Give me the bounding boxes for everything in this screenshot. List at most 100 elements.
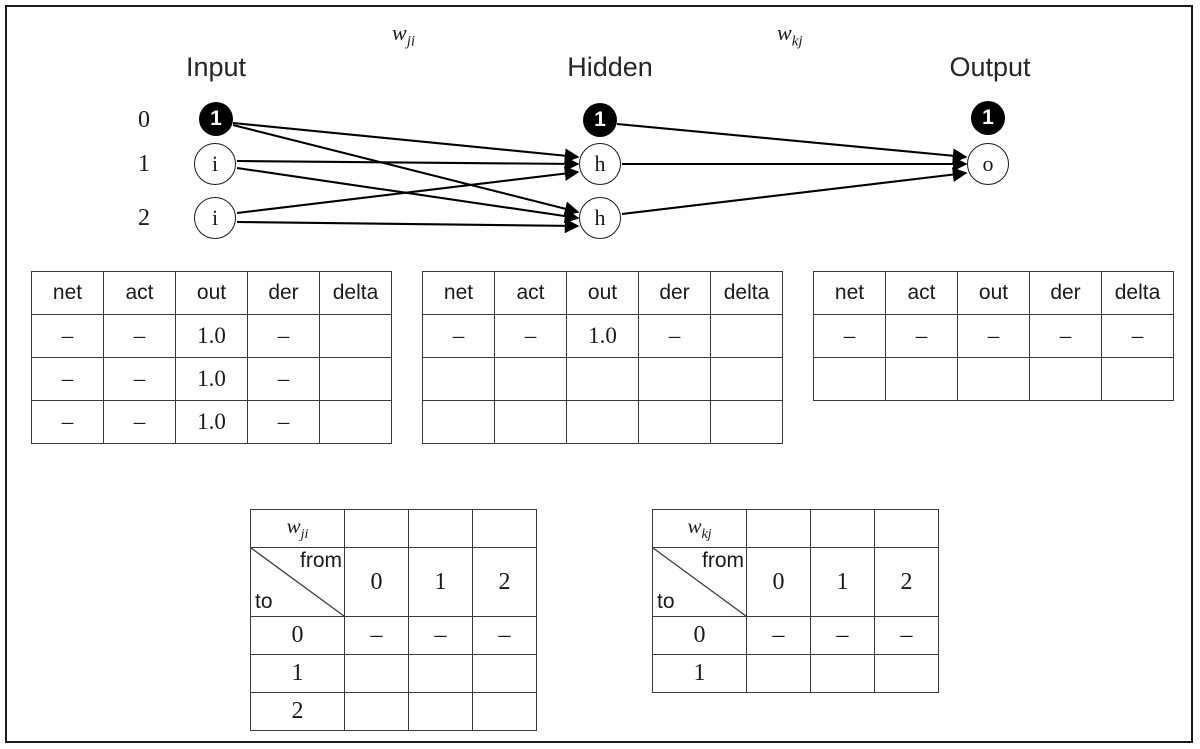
output-bias-node[interactable]: 1 bbox=[971, 101, 1005, 135]
matrix-cell[interactable]: – bbox=[810, 616, 875, 655]
matrix-col-header-1: 1 bbox=[408, 547, 473, 617]
matrix-header-row: from to 0 1 2 bbox=[250, 547, 537, 617]
matrix-cell[interactable]: – bbox=[874, 616, 939, 655]
cell[interactable] bbox=[319, 357, 392, 401]
cell[interactable] bbox=[566, 357, 639, 401]
hidden-state-table: net act out der delta – – 1.0 – bbox=[422, 271, 783, 444]
matrix-row-label-2: 2 bbox=[250, 692, 345, 731]
cell[interactable]: – bbox=[957, 314, 1030, 358]
matrix-cell[interactable]: – bbox=[472, 616, 537, 655]
matrix-cell[interactable] bbox=[746, 654, 811, 693]
cell[interactable] bbox=[638, 400, 711, 444]
hidden-node-1[interactable]: h bbox=[579, 143, 621, 185]
cell[interactable]: – bbox=[103, 357, 176, 401]
cell[interactable] bbox=[710, 314, 783, 358]
matrix-cell[interactable] bbox=[810, 654, 875, 693]
cell[interactable]: – bbox=[422, 314, 495, 358]
table-row: – – 1.0 – bbox=[31, 314, 392, 358]
cell[interactable]: – bbox=[247, 400, 320, 444]
matrix-cell[interactable]: – bbox=[344, 616, 409, 655]
weight-matrix-wkj: wkj from to 0 1 2 0 – – bbox=[652, 509, 939, 693]
weight-label-wkj: wkj bbox=[777, 20, 803, 50]
hidden-node-2[interactable]: h bbox=[579, 197, 621, 239]
matrix-title-row: wkj bbox=[652, 509, 939, 548]
matrix-cell[interactable] bbox=[408, 692, 473, 731]
col-header-delta: delta bbox=[1101, 271, 1174, 315]
cell[interactable]: – bbox=[494, 314, 567, 358]
cell[interactable]: – bbox=[1101, 314, 1174, 358]
table-row bbox=[813, 357, 1174, 401]
input-node-1[interactable]: i bbox=[194, 143, 236, 185]
output-node-1[interactable]: o bbox=[967, 143, 1009, 185]
matrix-cell[interactable]: – bbox=[746, 616, 811, 655]
weight-label-wkj-base: w bbox=[777, 20, 792, 45]
diagonal-divider-icon bbox=[251, 548, 344, 616]
cell[interactable]: 1.0 bbox=[175, 357, 248, 401]
cell[interactable]: 1.0 bbox=[175, 314, 248, 358]
cell[interactable] bbox=[813, 357, 886, 401]
matrix-row-label-1: 1 bbox=[652, 654, 747, 693]
matrix-row: 2 bbox=[250, 692, 537, 731]
matrix-cell[interactable]: – bbox=[408, 616, 473, 655]
col-header-out: out bbox=[175, 271, 248, 315]
row-index-1: 1 bbox=[138, 151, 150, 177]
matrix-cell[interactable] bbox=[344, 654, 409, 693]
cell[interactable] bbox=[494, 357, 567, 401]
cell[interactable] bbox=[885, 357, 958, 401]
cell[interactable] bbox=[319, 400, 392, 444]
col-header-out: out bbox=[566, 271, 639, 315]
cell[interactable]: – bbox=[31, 400, 104, 444]
matrix-title-base: w bbox=[687, 513, 702, 538]
cell[interactable] bbox=[1029, 357, 1102, 401]
cell[interactable] bbox=[957, 357, 1030, 401]
cell[interactable]: – bbox=[31, 314, 104, 358]
cell[interactable] bbox=[319, 314, 392, 358]
col-header-net: net bbox=[31, 271, 104, 315]
cell[interactable]: 1.0 bbox=[175, 400, 248, 444]
cell[interactable] bbox=[566, 400, 639, 444]
cell[interactable]: 1.0 bbox=[566, 314, 639, 358]
table-row: – – – – – bbox=[813, 314, 1174, 358]
weight-matrix-wji: wji from to 0 1 2 0 – – bbox=[250, 509, 537, 731]
matrix-title-wji: wji bbox=[250, 509, 345, 548]
cell[interactable]: – bbox=[813, 314, 886, 358]
matrix-cell[interactable] bbox=[874, 654, 939, 693]
cell[interactable] bbox=[422, 400, 495, 444]
cell[interactable] bbox=[710, 357, 783, 401]
layer-title-input: Input bbox=[185, 52, 247, 82]
cell[interactable] bbox=[1101, 357, 1174, 401]
matrix-title-sub: ji bbox=[300, 527, 309, 543]
table-header-row: net act out der delta bbox=[422, 271, 783, 315]
matrix-cell[interactable] bbox=[472, 692, 537, 731]
row-index-2: 2 bbox=[138, 205, 150, 231]
cell[interactable] bbox=[710, 400, 783, 444]
cell[interactable]: – bbox=[247, 314, 320, 358]
cell[interactable]: – bbox=[638, 314, 711, 358]
hidden-bias-node[interactable]: 1 bbox=[583, 103, 617, 137]
matrix-cell[interactable] bbox=[408, 654, 473, 693]
cell[interactable] bbox=[494, 400, 567, 444]
matrix-row-label-0: 0 bbox=[250, 616, 345, 655]
matrix-title-filler bbox=[746, 509, 811, 548]
col-header-delta: delta bbox=[319, 271, 392, 315]
cell[interactable]: – bbox=[247, 357, 320, 401]
cell[interactable]: – bbox=[103, 314, 176, 358]
outer-frame bbox=[5, 5, 1193, 743]
corner-from-label: from bbox=[300, 549, 342, 572]
cell[interactable]: – bbox=[885, 314, 958, 358]
matrix-row: 0 – – – bbox=[250, 616, 537, 655]
input-bias-node[interactable]: 1 bbox=[199, 102, 233, 136]
matrix-title-filler bbox=[344, 509, 409, 548]
matrix-corner-cell: from to bbox=[652, 547, 747, 617]
matrix-title-filler bbox=[874, 509, 939, 548]
cell[interactable]: – bbox=[1029, 314, 1102, 358]
cell[interactable]: – bbox=[31, 357, 104, 401]
cell[interactable] bbox=[422, 357, 495, 401]
cell[interactable] bbox=[638, 357, 711, 401]
input-node-2[interactable]: i bbox=[194, 197, 236, 239]
matrix-row-label-1: 1 bbox=[250, 654, 345, 693]
cell[interactable]: – bbox=[103, 400, 176, 444]
matrix-title-base: w bbox=[286, 513, 301, 538]
matrix-cell[interactable] bbox=[344, 692, 409, 731]
matrix-cell[interactable] bbox=[472, 654, 537, 693]
